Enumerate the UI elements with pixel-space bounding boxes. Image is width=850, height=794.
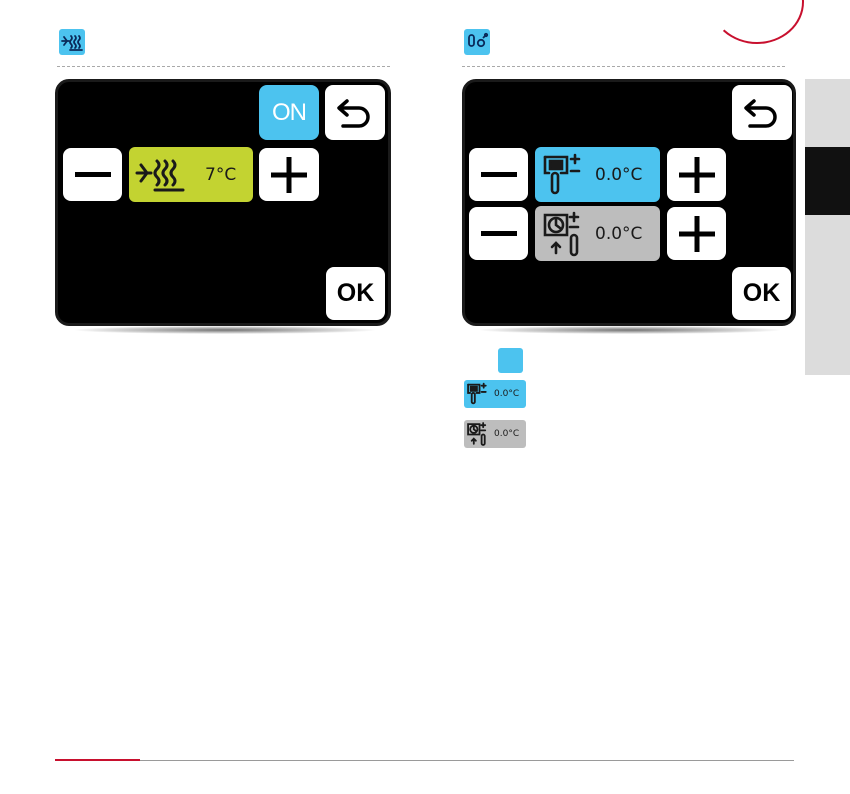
minus-icon	[481, 172, 517, 178]
back-arrow-icon	[742, 96, 782, 130]
minus-icon	[481, 231, 517, 237]
increase-button[interactable]	[259, 148, 319, 201]
decrease-button[interactable]	[63, 148, 122, 201]
back-button[interactable]	[325, 85, 385, 140]
on-button[interactable]: ON	[259, 85, 319, 140]
clock-thermostat-offset-icon	[466, 421, 492, 447]
ok-button[interactable]: OK	[326, 267, 385, 320]
plus-icon	[679, 216, 715, 252]
right-display-panel: 0.0°C 0.0°C OK	[462, 79, 796, 326]
ok-button[interactable]: OK	[732, 267, 791, 320]
room-offset-decrease-button[interactable]	[469, 148, 528, 201]
legend-room-offset-value: 0.0°C	[494, 389, 519, 399]
clock-offset-field: 0.0°C	[535, 206, 660, 261]
side-tab-active	[805, 147, 850, 215]
section-divider	[462, 66, 785, 67]
side-tab	[805, 79, 850, 147]
antifreeze-temperature-field: 7°C	[129, 147, 253, 202]
footer-line	[140, 760, 794, 761]
back-button[interactable]	[732, 85, 792, 140]
antifreeze-temperature-value: 7°C	[205, 165, 236, 185]
plus-icon	[271, 157, 307, 193]
footer-accent-line	[55, 759, 140, 761]
page-corner-arc	[710, 0, 804, 44]
legend-blue-swatch	[498, 348, 523, 373]
section-divider	[57, 66, 390, 67]
ok-button-label: OK	[743, 279, 781, 308]
left-display-panel: ON 7°C OK	[55, 79, 391, 326]
ok-button-label: OK	[337, 279, 375, 308]
antifreeze-heating-icon	[59, 29, 85, 55]
plus-icon	[679, 157, 715, 193]
room-offset-value: 0.0°C	[595, 165, 642, 185]
room-offset-increase-button[interactable]	[667, 148, 726, 201]
legend-room-offset-item: 0.0°C	[464, 380, 526, 408]
minus-icon	[75, 172, 111, 178]
antifreeze-heating-icon	[135, 155, 191, 195]
room-thermostat-offset-icon	[466, 381, 492, 407]
back-arrow-icon	[335, 96, 375, 130]
on-button-label: ON	[272, 99, 306, 127]
clock-thermostat-offset-icon	[541, 209, 591, 259]
side-tab	[805, 215, 850, 375]
clock-offset-increase-button[interactable]	[667, 207, 726, 260]
room-thermostat-offset-icon	[541, 151, 591, 199]
clock-offset-decrease-button[interactable]	[469, 207, 528, 260]
legend-clock-offset-item: 0.0°C	[464, 420, 526, 448]
clock-offset-value: 0.0°C	[595, 224, 642, 244]
room-offset-field: 0.0°C	[535, 147, 660, 202]
thermostat-sensor-icon	[464, 29, 490, 55]
panel-shadow	[75, 326, 375, 334]
panel-shadow	[480, 326, 780, 334]
legend-clock-offset-value: 0.0°C	[494, 429, 519, 439]
